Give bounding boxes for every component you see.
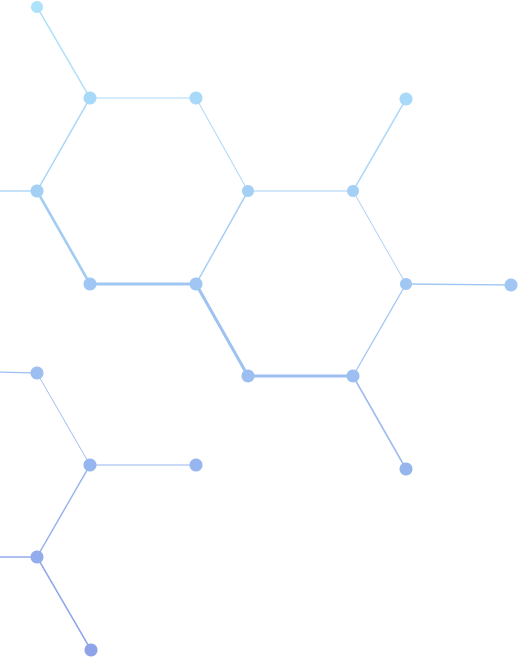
- atom-nodes: [30, 1, 518, 657]
- atom-node: [347, 185, 359, 197]
- atom-node: [83, 91, 97, 105]
- atom-node: [189, 458, 203, 472]
- atom-node: [30, 184, 44, 198]
- atom-node: [346, 369, 360, 383]
- atom-node: [83, 458, 97, 472]
- atom-node: [400, 278, 412, 290]
- atom-node: [242, 185, 254, 197]
- atom-node: [31, 1, 43, 13]
- bond-line: [36, 372, 91, 466]
- atom-node: [83, 277, 97, 291]
- bond-line: [35, 189, 92, 286]
- atom-node: [30, 366, 44, 380]
- bond-line: [194, 282, 250, 378]
- atom-node: [399, 92, 413, 106]
- bond-line: [195, 190, 249, 285]
- bond-line: [352, 98, 407, 192]
- bond-line: [405, 283, 512, 286]
- bond-line: [195, 97, 249, 192]
- bond-line: [36, 556, 92, 651]
- bond-line: [36, 464, 91, 558]
- bond-line: [36, 6, 91, 99]
- bond-line: [352, 190, 407, 285]
- atom-node: [30, 550, 44, 564]
- atom-node: [241, 369, 255, 383]
- atom-node: [189, 91, 203, 105]
- atom-node: [189, 277, 203, 291]
- bond-line: [352, 375, 407, 470]
- atom-node: [504, 278, 518, 292]
- bond-line: [352, 283, 407, 377]
- atom-node: [399, 462, 413, 476]
- atom-node: [84, 643, 98, 657]
- bond-line: [0, 371, 38, 374]
- bond-line: [36, 97, 91, 192]
- bond-lines: [0, 6, 512, 651]
